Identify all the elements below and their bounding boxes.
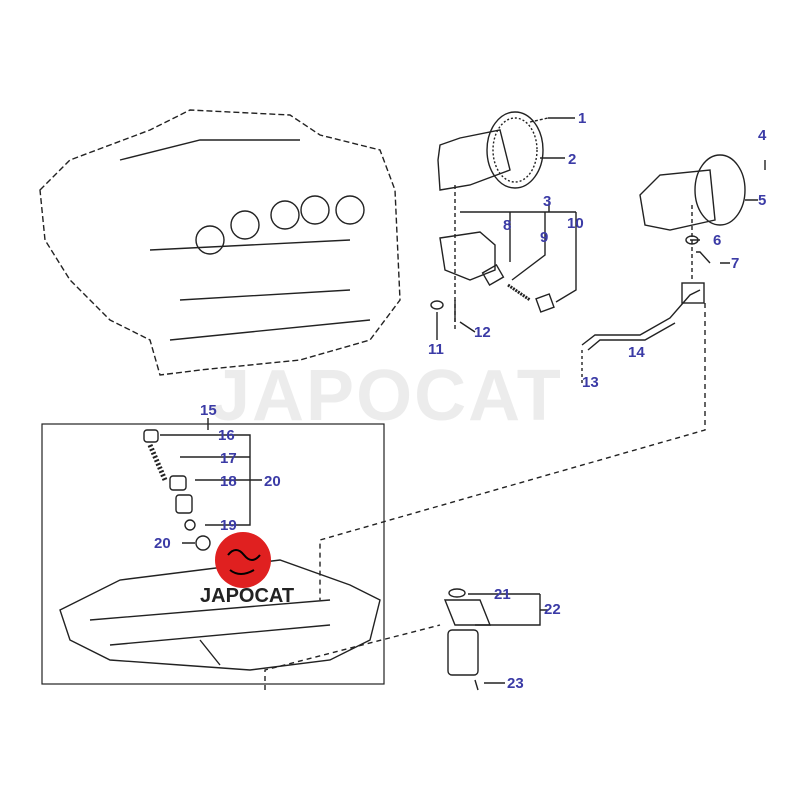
label-16: 16 [218,427,235,444]
label-20: 20 [264,473,281,490]
label-4: 4 [758,127,767,144]
label-3: 3 [543,193,552,210]
japocat-logo [215,532,271,588]
label-10: 10 [567,215,584,232]
label-14: 14 [628,344,645,361]
logo-text: JAPOCAT [200,585,295,607]
label-18: 18 [220,473,237,490]
label-2: 2 [568,151,577,168]
label-7: 7 [731,255,740,272]
label-12: 12 [474,324,491,341]
label-6: 6 [713,232,722,249]
label-8: 8 [503,217,512,234]
label-1: 1 [578,110,587,127]
label-19: 19 [220,517,237,534]
label-11: 11 [428,341,444,358]
oil-pump-2 [639,154,746,231]
oil-pan [59,559,381,671]
oil-pump [437,111,544,191]
label-13: 13 [582,374,599,391]
label-9: 9 [540,229,549,246]
label-23: 23 [507,675,524,692]
label-17: 17 [220,450,237,467]
label-21: 21 [494,586,511,603]
watermark: JAPOCAT [210,356,563,436]
engine-block [39,109,401,376]
label-22: 22 [544,601,561,618]
label-5: 5 [758,192,767,209]
label-20-b: 20 [154,535,171,552]
label-15: 15 [200,402,217,419]
